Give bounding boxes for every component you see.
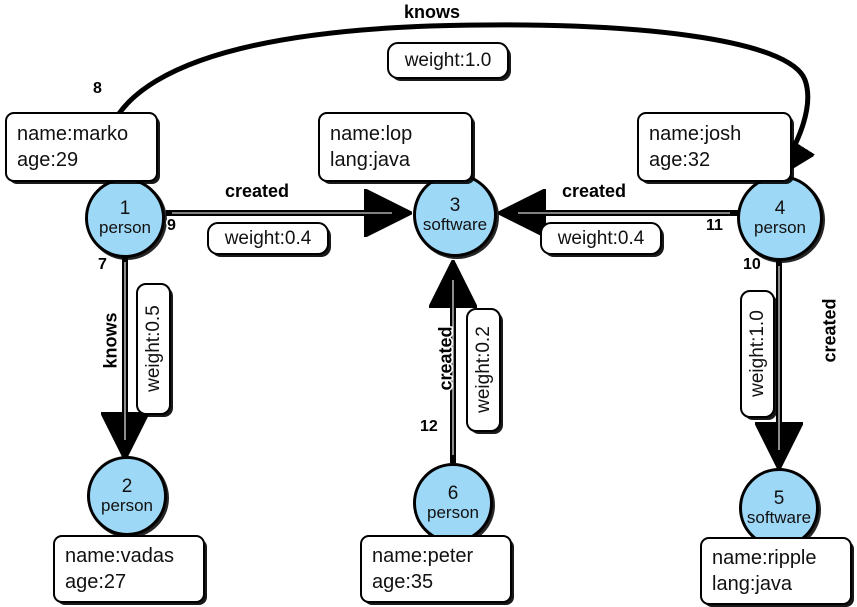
edge-8-knows-highlight: [106, 28, 805, 181]
propbox-vertex-3: name:lop lang:java: [318, 112, 473, 182]
weight-box-edge-9: weight:0.4: [207, 222, 329, 255]
edge-8-knows: [102, 22, 808, 183]
edge-label-7-knows: knows: [100, 312, 121, 369]
vertex-id: 3: [449, 194, 461, 216]
vertex-1[interactable]: 1 person: [85, 178, 165, 258]
weight-box-edge-11: weight:0.4: [540, 222, 662, 255]
edge-label-12-created: created: [435, 326, 456, 391]
vertex-label: software: [422, 215, 488, 235]
edge-id-11: 11: [706, 217, 723, 234]
weight-text: weight:0.5: [142, 305, 164, 393]
property-line: lang:java: [330, 149, 411, 171]
vertex-label: person: [754, 218, 806, 238]
weight-text: weight:0.2: [472, 326, 494, 414]
vertex-5[interactable]: 5 software: [739, 468, 819, 548]
property-line: age:32: [649, 149, 711, 171]
edge-label-9-created: created: [225, 181, 290, 201]
edge-id-10: 10: [743, 256, 761, 273]
vertex-id: 1: [119, 197, 131, 219]
property-line: name:marko: [17, 122, 129, 145]
propbox-vertex-1: name:marko age:29: [5, 112, 158, 182]
propbox-vertex-5: name:ripple lang:java: [700, 537, 852, 605]
property-line: name:josh: [649, 122, 742, 145]
vertex-label: person: [427, 503, 479, 523]
property-line: name:peter: [372, 544, 474, 567]
edge-id-8: 8: [93, 80, 102, 97]
weight-box-edge-7: weight:0.5: [136, 283, 171, 415]
edge-id-7: 7: [98, 256, 107, 273]
property-line: lang:java: [712, 573, 793, 595]
property-line: name:lop: [330, 122, 413, 145]
property-line: age:29: [17, 149, 79, 171]
vertex-id: 5: [773, 487, 785, 509]
edge-label-10-created: created: [819, 298, 840, 363]
edge-id-12: 12: [420, 418, 438, 435]
weight-text: weight:1.0: [746, 310, 768, 398]
weight-text: weight:1.0: [404, 49, 492, 71]
property-line: name:ripple: [712, 546, 817, 569]
vertex-label: software: [746, 508, 812, 528]
propbox-vertex-6: name:peter age:35: [360, 535, 512, 603]
weight-box-edge-10: weight:1.0: [740, 290, 775, 418]
vertex-6[interactable]: 6 person: [413, 463, 493, 543]
weight-box-edge-8: weight:1.0: [387, 42, 509, 79]
vertex-id: 2: [121, 475, 133, 497]
weight-box-edge-12: weight:0.2: [466, 308, 501, 432]
property-line: age:35: [372, 571, 434, 593]
vertex-id: 6: [447, 482, 459, 504]
vertex-label: person: [99, 218, 151, 238]
propbox-vertex-4: name:josh age:32: [637, 112, 792, 182]
weight-text: weight:0.4: [557, 227, 645, 249]
property-line: name:vadas: [65, 544, 174, 567]
vertex-label: person: [101, 496, 153, 516]
edge-id-9: 9: [167, 217, 176, 234]
vertex-id: 4: [774, 197, 786, 219]
property-line: age:27: [65, 571, 127, 593]
edge-label-11-created: created: [562, 181, 627, 201]
propbox-vertex-2: name:vadas age:27: [53, 535, 205, 603]
vertex-3[interactable]: 3 software: [413, 173, 497, 257]
weight-text: weight:0.4: [224, 227, 312, 249]
edge-label-8-knows: knows: [404, 2, 461, 22]
vertex-2[interactable]: 2 person: [87, 456, 167, 536]
vertex-4[interactable]: 4 person: [737, 175, 823, 261]
